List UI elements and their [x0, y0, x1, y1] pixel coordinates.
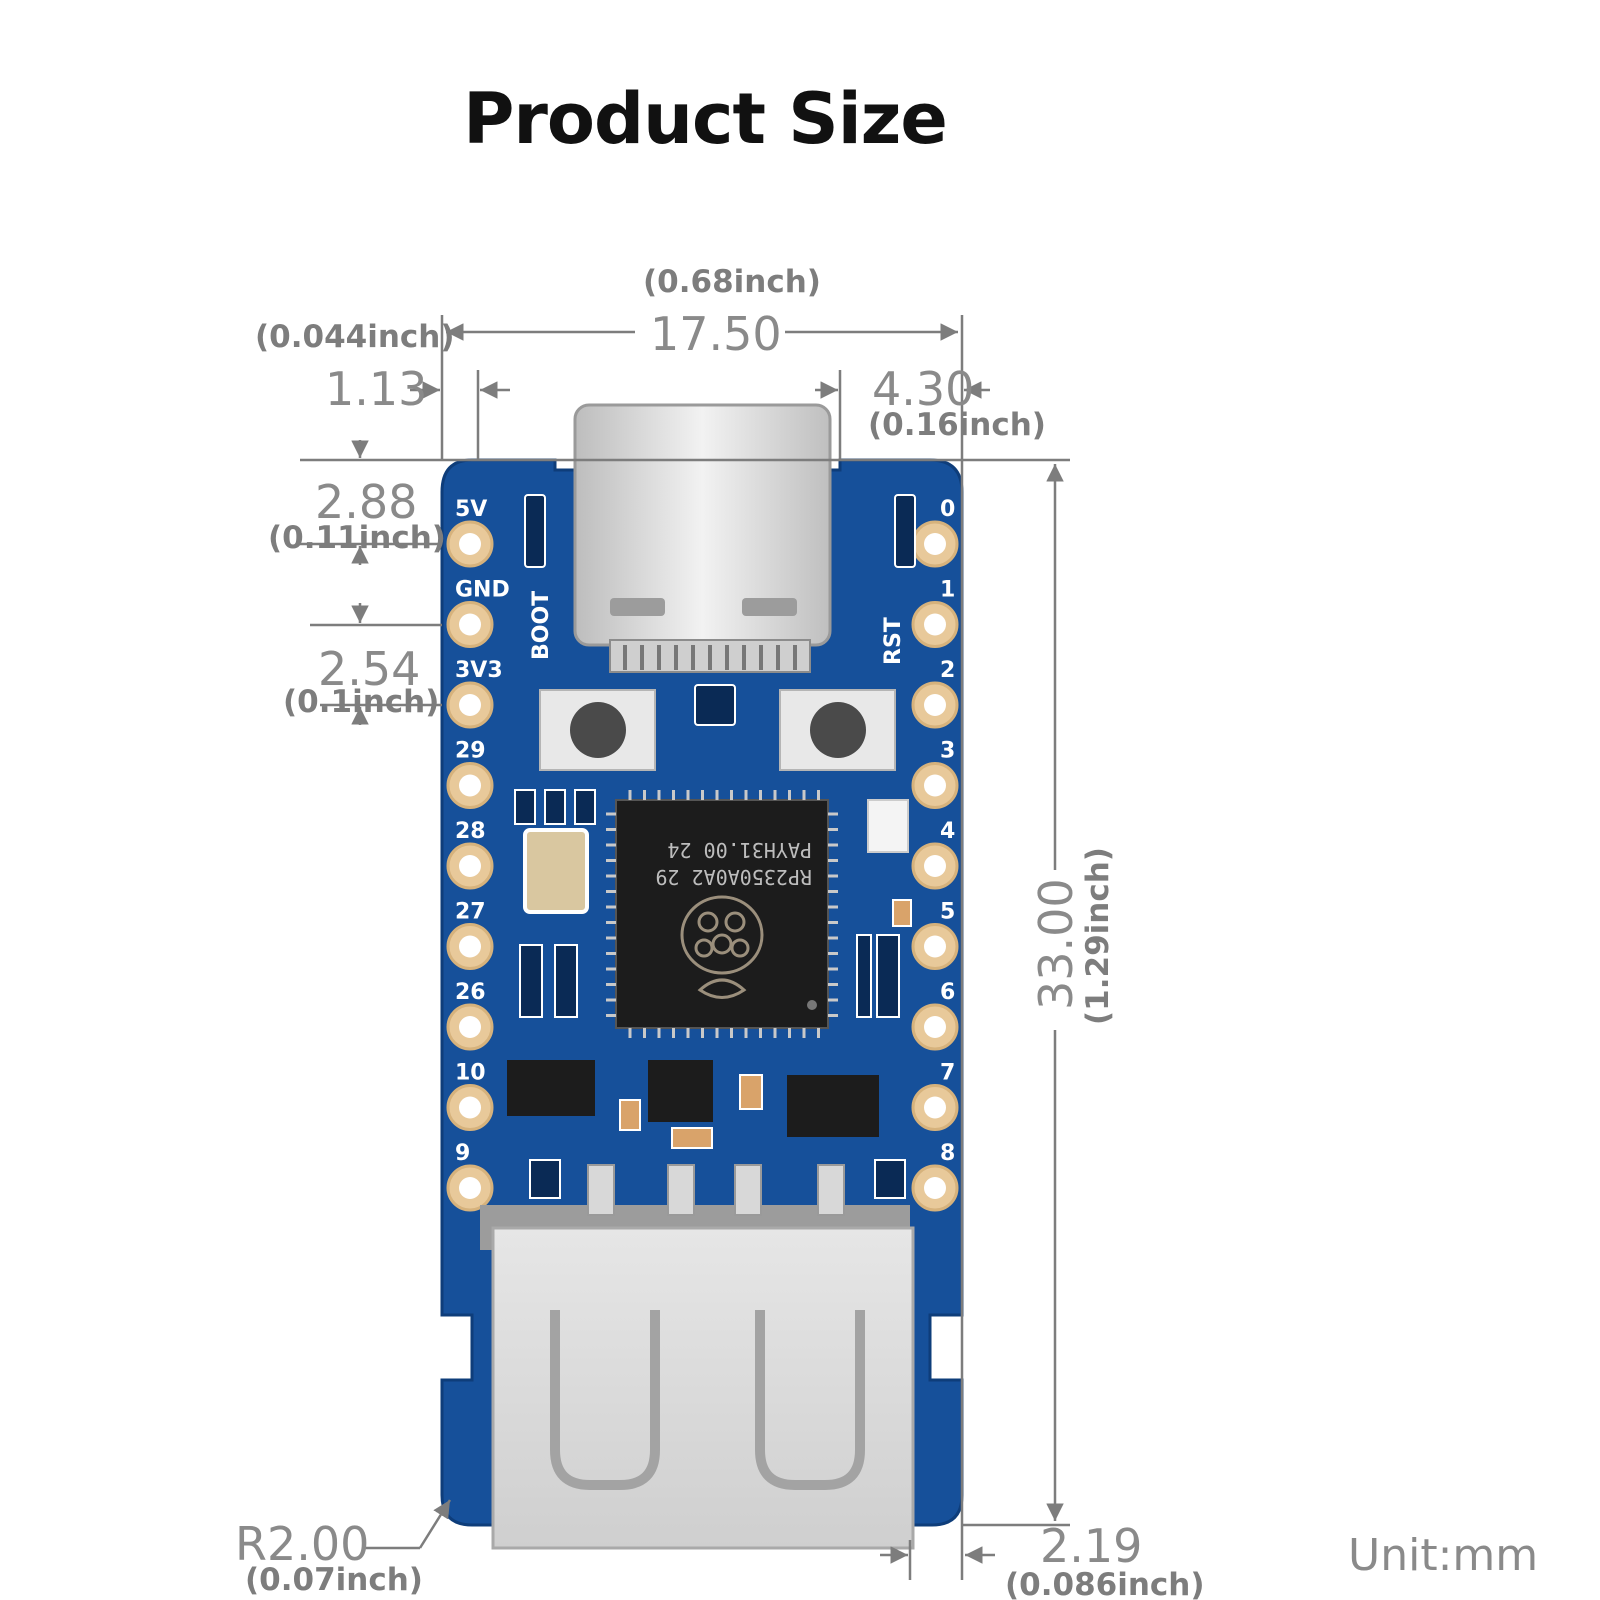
connector-offset-inch-label: (0.16inch) [868, 407, 1046, 443]
pad-hole [924, 613, 946, 636]
left-pin-label: 26 [455, 980, 486, 1005]
usb-overhang-inch-label: (0.086inch) [1005, 1567, 1205, 1600]
right-pin-label: 0 [940, 497, 955, 522]
pad-hole [924, 855, 946, 877]
left-pin-label: 29 [455, 739, 486, 764]
pin-top-inch-label: (0.11inch) [268, 520, 446, 556]
right-pin-label: 2 [940, 658, 955, 683]
height-value-label: 33.00 [1029, 878, 1083, 1010]
pad-hole [459, 774, 481, 797]
left-pin-label: GND [455, 578, 510, 603]
left-edge-value-label: 1.13 [325, 362, 427, 416]
pad-hole [459, 1016, 481, 1038]
pad-hole [459, 533, 481, 555]
pad-hole [459, 935, 481, 958]
top-components [524, 494, 916, 726]
pad-hole [459, 694, 481, 716]
pad-hole [924, 1096, 946, 1119]
pin-top-value-label: 2.88 [315, 475, 417, 529]
left-pin-label: 3V3 [455, 658, 503, 683]
chip-text-line-2: PAYH31.00 24 [668, 838, 813, 862]
pad-hole [459, 855, 481, 877]
right-pin-label: 4 [940, 819, 955, 844]
dimension-labels: (0.68inch) 17.50 (0.044inch) 1.13 4.30 (… [235, 264, 1205, 1600]
right-pin-label: 6 [940, 980, 955, 1005]
boot-label: BOOT [529, 591, 554, 660]
corner-radius-inch-label: (0.07inch) [245, 1562, 423, 1598]
usb-a-connector [480, 1164, 915, 1550]
pad-hole [924, 935, 946, 958]
right-pin-label: 5 [940, 900, 955, 925]
pin-pitch-inch-label: (0.1inch) [283, 684, 439, 720]
raspberry-logo [680, 895, 764, 999]
pad-hole [924, 1016, 946, 1038]
page-title: Product Size [463, 78, 948, 160]
rgb-led [867, 799, 909, 853]
pad-hole [459, 613, 481, 636]
usb-overhang-value-label: 2.19 [1040, 1519, 1142, 1573]
right-pin-label: 7 [940, 1061, 955, 1086]
pad-hole [924, 533, 946, 555]
boot-button [539, 689, 656, 771]
pin-pitch-value-label: 2.54 [318, 642, 420, 696]
crystal [523, 828, 589, 914]
rp2350-chip: RP2350A0A2 29 PAYH31.00 24 [606, 790, 838, 1038]
right-pin-label: 1 [940, 578, 955, 603]
resistor-arrays [514, 789, 906, 1199]
chip-text-line-1: RP2350A0A2 29 [655, 865, 812, 889]
pcb-board: 5V GND 3V3 29 28 27 26 10 9 0 1 2 3 4 5 6 7 8 BOOT RST [440, 403, 964, 1550]
unit-label: Unit:mm [1348, 1530, 1539, 1581]
pad-hole [459, 1096, 481, 1119]
right-pads [911, 520, 959, 1212]
left-pin-label: 9 [455, 1141, 470, 1166]
corner-radius-value-label: R2.00 [235, 1517, 369, 1571]
left-pin-label: 27 [455, 900, 486, 925]
connector-offset-value-label: 4.30 [872, 362, 974, 416]
dimension-lines [300, 315, 1070, 1580]
pad-hole [924, 694, 946, 716]
left-pin-label: 28 [455, 819, 486, 844]
right-pin-labels: 0 1 2 3 4 5 6 7 8 [940, 497, 955, 1166]
left-pin-label: 5V [455, 497, 487, 522]
left-pin-labels: 5V GND 3V3 29 28 27 26 10 9 [455, 497, 510, 1166]
rst-label: RST [881, 617, 906, 665]
right-pin-label: 3 [940, 739, 955, 764]
height-inch-label: (1.29inch) [1080, 847, 1116, 1025]
left-pads [446, 520, 494, 1212]
left-pin-label: 10 [455, 1061, 486, 1086]
usb-c-connector [573, 403, 832, 673]
pad-hole [924, 1177, 946, 1199]
pad-hole [924, 774, 946, 797]
width-inch-label: (0.68inch) [643, 264, 821, 300]
rst-button [779, 689, 896, 771]
right-pin-label: 8 [940, 1141, 955, 1166]
left-edge-inch-label: (0.044inch) [255, 319, 455, 355]
width-value-label: 17.50 [650, 307, 782, 361]
pad-hole [459, 1177, 481, 1199]
lower-components [507, 899, 912, 1149]
